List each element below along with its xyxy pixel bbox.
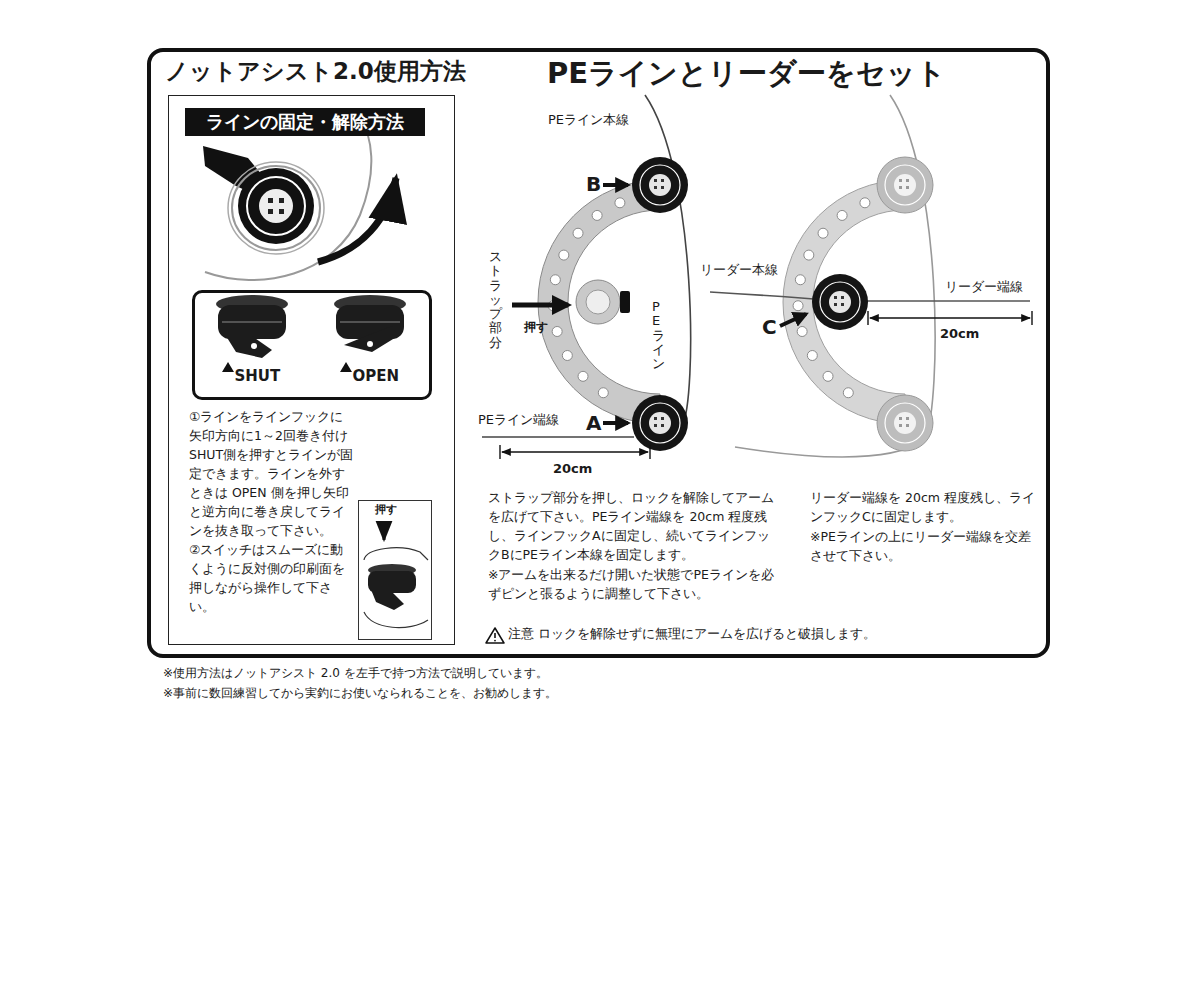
arm-hole: [860, 198, 870, 208]
line-label: PEライン端線: [478, 412, 559, 428]
arm-hole: [562, 351, 572, 361]
part-label: ストラップ部分: [489, 250, 502, 350]
press-label: 押す: [375, 503, 397, 516]
caution-text: 注意 ロックを解除せずに無理にアームを広げると破損します。: [508, 626, 876, 642]
arm-hole: [559, 250, 569, 260]
arm-hole: [797, 326, 807, 336]
arm-hole: [550, 275, 560, 285]
arm-hole: [818, 228, 828, 238]
arm-hole: [598, 388, 608, 398]
instruction-frame: ラインの固定・解除方法 SHUT OPEN 押す ①ラインをラインフックに矢印方向に1～…: [147, 48, 1050, 658]
switch-label: OPEN: [353, 367, 400, 385]
note-group: ①ラインをラインフックに矢印方向に1～2回巻き付けSHUT側を押すとラインが固定…: [189, 407, 355, 616]
line-label: PEライン: [652, 300, 665, 371]
instruction-note: ※アームを出来るだけ開いた状態でPEラインを必ずピンと張るように調整して下さい。: [488, 565, 780, 603]
header-band: ラインの固定・解除方法: [185, 108, 425, 137]
header-text: ラインの固定・解除方法: [206, 111, 404, 133]
press-illustration: [364, 521, 428, 628]
arm-hole: [823, 371, 833, 381]
arm-hole: [795, 275, 805, 285]
line-label: PEライン本線: [548, 112, 629, 128]
line-label: リーダー端線: [945, 279, 1023, 295]
instruction-text: リーダー端線を 20cm 程度残し、ラインフックCに固定します。: [810, 488, 1038, 526]
callout-letter: A: [586, 411, 601, 436]
arm-hole: [804, 250, 814, 260]
arm-hole: [552, 326, 562, 336]
main-title: ノットアシスト2.0使用方法: [165, 58, 466, 86]
switch-illustration: [216, 295, 406, 372]
method-panel: ラインの固定・解除方法 SHUT OPEN 押す ①ラインをラインフックに矢印方向に1～…: [168, 95, 455, 645]
arm-hole: [843, 388, 853, 398]
hook-illustration: [203, 120, 396, 280]
arm-hole: [578, 371, 588, 381]
caution-icon: [486, 628, 504, 643]
arm-hole: [592, 210, 602, 220]
knot-assist-open: [482, 95, 691, 459]
arm-hole: [807, 351, 817, 361]
section-title: PEラインとリーダーをセット: [547, 56, 946, 91]
line-label: リーダー本線: [700, 262, 778, 278]
callout-letter: C: [762, 315, 777, 340]
switch-box: SHUT OPEN: [192, 290, 432, 400]
dimension-label: 20cm: [940, 326, 979, 342]
callout-letter: B: [586, 172, 601, 197]
press-box: 押す: [358, 500, 432, 640]
footnote: ※使用方法はノットアシスト 2.0 を左手で持つ方法で説明しています。: [163, 666, 548, 681]
dimension-label: 20cm: [553, 461, 592, 477]
note-text: ②スイッチはスムーズに動くように反対側の印刷面を押しながら操作して下さい。: [189, 540, 355, 616]
arm-hole: [573, 228, 583, 238]
arm-hole: [615, 198, 625, 208]
arm-hole: [837, 210, 847, 220]
footnote: ※事前に数回練習してから実釣にお使いなられることを、お勧めします。: [163, 686, 557, 701]
arm-hole: [793, 301, 803, 311]
action-label: 押す: [524, 320, 548, 335]
instruction-note: ※PEラインの上にリーダー端線を交差させて下さい。: [810, 527, 1038, 565]
switch-label: SHUT: [235, 367, 281, 385]
note-text: ①ラインをラインフックに矢印方向に1～2回巻き付けSHUT側を押すとラインが固定…: [189, 407, 355, 540]
instruction-text: ストラップ部分を押し、ロックを解除してアームを広げて下さい。PEライン端線を 2…: [488, 488, 780, 564]
